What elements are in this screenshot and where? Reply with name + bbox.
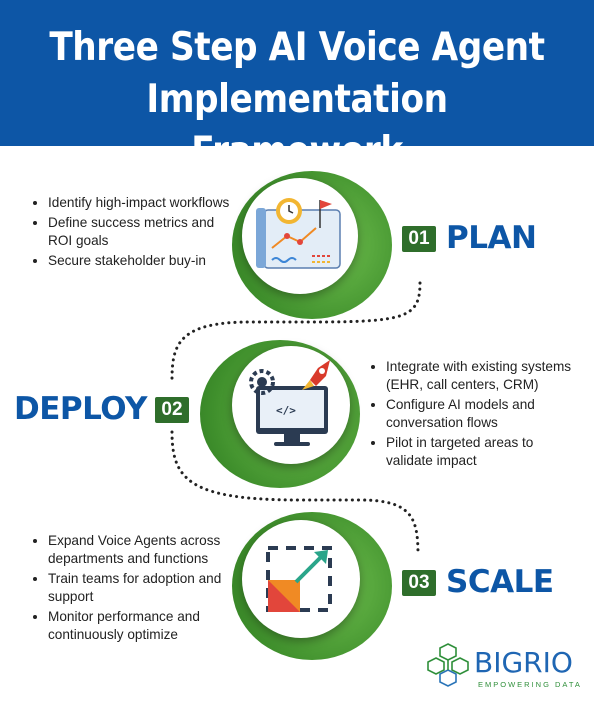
plan-icon-disc [242,178,358,294]
planning-chart-icon [256,198,341,269]
list-item: Configure AI models and conversation flo… [368,396,582,432]
list-item: Monitor performance and continuously opt… [30,608,230,644]
plan-step-title: PLAN [446,220,537,256]
brand-tagline: EMPOWERING DATA [478,680,582,689]
scale-expand-icon [266,546,332,612]
plan-step-number: 01 [402,226,436,252]
title-line-2: Implementation Framework [146,77,448,174]
list-item: Define success metrics and ROI goals [30,214,230,250]
title-line-1: Three Step AI Voice Agent [49,25,545,70]
deploy-step-number: 02 [155,397,189,423]
brand-name: BIGRIO [474,646,573,679]
list-item: Secure stakeholder buy-in [30,252,230,270]
list-item: Identify high-impact workflows [30,194,230,212]
header-banner: Three Step AI Voice Agent Implementation… [0,0,594,174]
deploy-bullets: Integrate with existing systems (EHR, ca… [368,358,582,472]
scale-bullets: Expand Voice Agents across departments a… [30,532,230,646]
svg-text:</>: </> [276,404,296,417]
list-item: Expand Voice Agents across departments a… [30,532,230,568]
page-title: Three Step AI Voice Agent Implementation… [36,22,559,178]
scale-icon-disc [242,520,360,638]
scale-step-number: 03 [402,570,436,596]
brand-logo: BIGRIO EMPOWERING DATA [426,640,586,694]
scale-step-title: SCALE [446,564,554,600]
list-item: Train teams for adoption and support [30,570,230,606]
plan-bullets: Identify high-impact workflows Define su… [30,194,230,272]
deploy-icon-disc: </> [232,346,350,464]
deploy-step-title: DEPLOY [14,391,147,427]
list-item: Integrate with existing systems (EHR, ca… [368,358,582,394]
cube-network-icon [427,643,469,687]
monitor-code-rocket-icon: </> [249,360,330,446]
list-item: Pilot in targeted areas to validate impa… [368,434,582,470]
